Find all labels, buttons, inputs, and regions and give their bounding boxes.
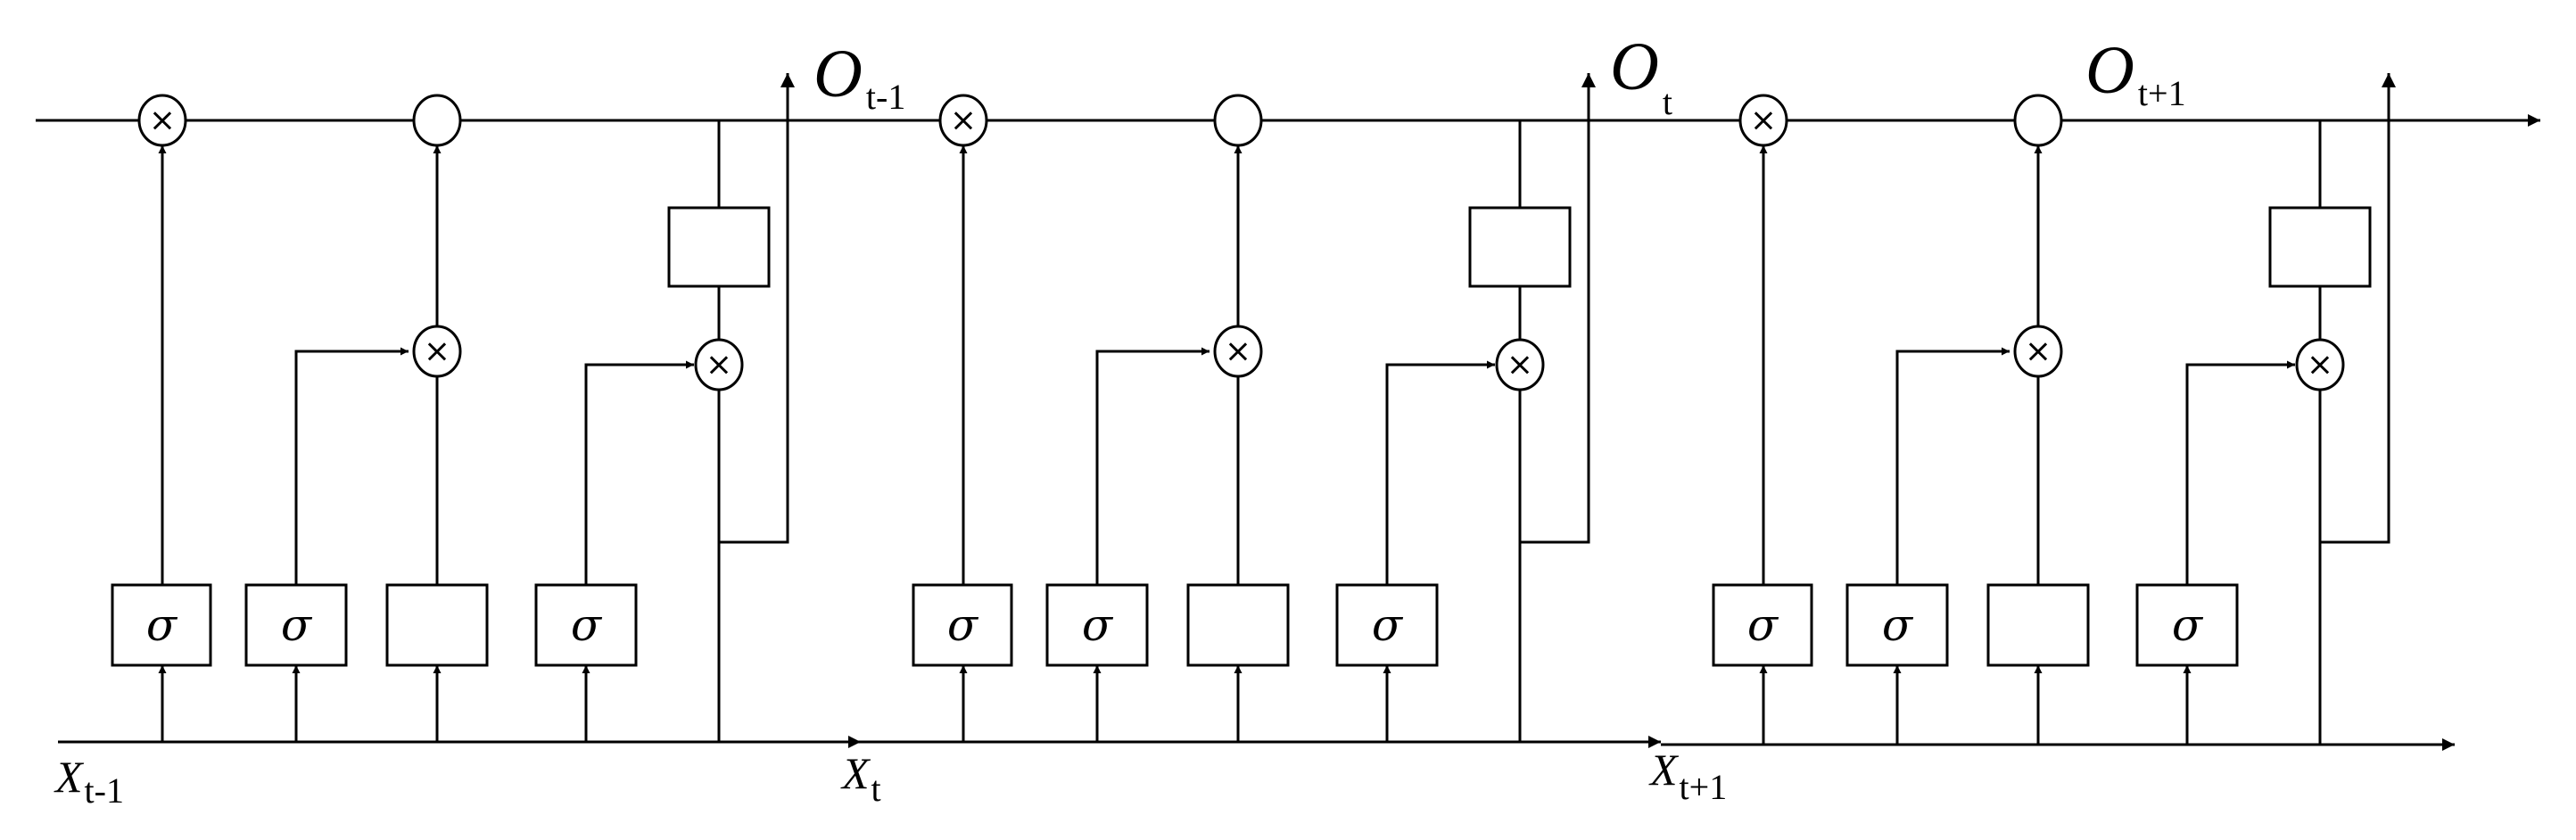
input-gate-box xyxy=(1045,583,1149,667)
multiply-symbol: × xyxy=(149,103,176,139)
forget-gate-box xyxy=(1712,583,1813,667)
output-gate-path xyxy=(1385,360,1495,585)
input-gate-box xyxy=(1845,583,1949,667)
input-gate-sigma: σ xyxy=(281,599,313,651)
output-gate-path xyxy=(2185,360,2295,585)
output-riser-path xyxy=(1520,73,1596,544)
output-multiply-node xyxy=(694,338,744,391)
forget-gate-box xyxy=(111,583,212,667)
output-multiply-node xyxy=(1495,338,1545,391)
input-gate-box xyxy=(244,583,348,667)
multiply-symbol: × xyxy=(1750,103,1777,139)
output-riser-path xyxy=(2320,73,2396,544)
forget-gate-box xyxy=(912,583,1013,667)
candidate-box xyxy=(1986,583,2090,667)
output-riser-path xyxy=(719,73,795,544)
input-multiply-node xyxy=(412,325,462,378)
multiply-symbol: × xyxy=(424,334,450,370)
multiply-symbol: × xyxy=(1507,347,1533,383)
input-gate-sigma: σ xyxy=(1882,599,1914,651)
multiply-symbol: × xyxy=(2307,347,2333,383)
add-node xyxy=(1213,94,1263,147)
output-gate-box xyxy=(2135,583,2239,667)
tanh-box xyxy=(667,206,771,288)
multiply-symbol: × xyxy=(706,347,732,383)
input-label-t: Xt xyxy=(840,748,881,809)
output-gate-box xyxy=(1335,583,1439,667)
input-label-t-minus-1: Xt-1 xyxy=(54,752,124,811)
tanh-box xyxy=(1468,206,1572,288)
input-gate-path xyxy=(294,347,409,585)
candidate-box xyxy=(1186,583,1290,667)
input-multiply-node xyxy=(1213,325,1263,378)
input-gate-path xyxy=(1895,347,2010,585)
forget-multiply-node xyxy=(137,94,187,147)
forget-multiply-node xyxy=(938,94,988,147)
output-gate-path xyxy=(584,360,694,585)
multiply-symbol: × xyxy=(950,103,977,139)
output-gate-sigma: σ xyxy=(1372,599,1404,651)
output-gate-sigma: σ xyxy=(2172,599,2204,651)
multiply-symbol: × xyxy=(2025,334,2052,370)
candidate-box xyxy=(385,583,489,667)
forget-gate-sigma: σ xyxy=(146,599,178,651)
input-gate-path xyxy=(1095,347,1210,585)
tanh-box xyxy=(2268,206,2372,288)
multiply-symbol: × xyxy=(1225,334,1251,370)
input-multiply-node xyxy=(2013,325,2063,378)
output-gate-box xyxy=(534,583,638,667)
input-gate-sigma: σ xyxy=(1082,599,1114,651)
forget-multiply-node xyxy=(1738,94,1788,147)
add-node xyxy=(2013,94,2063,147)
forget-gate-sigma: σ xyxy=(1747,599,1779,651)
forget-gate-sigma: σ xyxy=(947,599,979,651)
add-node xyxy=(412,94,462,147)
output-multiply-node xyxy=(2295,338,2345,391)
output-gate-sigma: σ xyxy=(571,599,603,651)
input-label-t-plus-1: Xt+1 xyxy=(1648,745,1727,807)
